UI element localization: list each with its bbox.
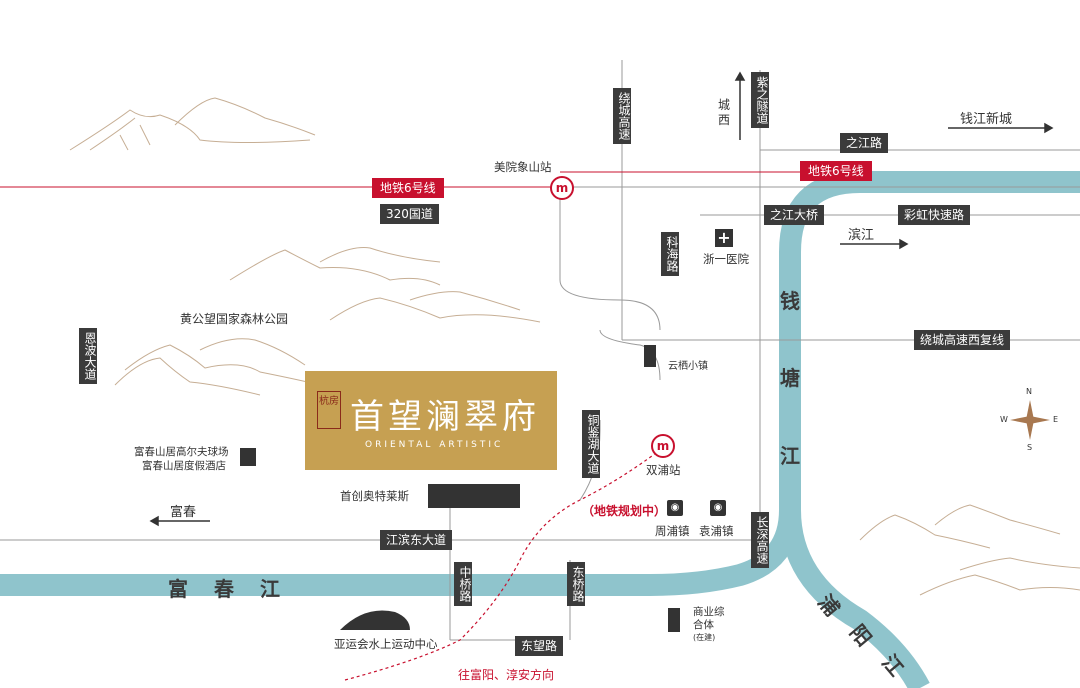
toward-direction-label: 往富阳、淳安方向 [458,668,555,682]
direction-arrows [149,71,1054,527]
poi-golf: 富春山居高尔夫球场 [134,446,229,458]
fuchun-char: 江 [260,577,280,601]
roads [0,60,1080,641]
building-icon [668,608,680,632]
aquatic-center-icon [340,610,410,630]
poi-forest-park: 黄公望国家森林公园 [180,312,289,326]
project-subtitle: ORIENTAL ARTISTIC [365,440,504,450]
road-zhijiang-bridge: 之江大桥 [764,205,825,225]
poi-commercial-note: (在建) [693,633,716,642]
poi-yunqi: 云栖小镇 [668,361,708,372]
station-meiyuan-label: 美院象山站 [494,160,552,174]
logo-tag: 杭房 [317,391,341,429]
location-pin-icon: ◉ [667,500,683,516]
building-icon [240,448,256,466]
road-caihong: 彩虹快速路 [898,205,971,225]
station-shuangpu-label: 双浦站 [646,463,681,477]
qiantang-char: 江 [780,444,800,468]
hospital-icon: + [715,229,733,247]
road-320: 320国道 [380,204,439,224]
road-zizhi: 紫之隧道 [751,72,769,128]
poi-hospital: 浙一医院 [703,252,749,266]
compass-e: E [1053,415,1059,424]
compass-n: N [1026,387,1032,396]
road-raocheng-vertical: 绕城高速 [613,88,631,144]
poi-resort: 富春山居度假酒店 [142,460,226,472]
poi-aquatic-center: 亚运会水上运动中心 [334,637,438,651]
metro-line-6-label: 地铁6号线 [372,178,444,198]
building-icon [644,345,656,367]
poi-yuanpu: 袁浦镇 [699,524,734,538]
metro-station-icon: m [550,176,574,200]
road-zhongqiao: 中桥路 [454,562,472,606]
road-kehai: 科海路 [661,232,679,276]
planned-metro-line [344,449,661,681]
qiantang-river [0,171,1080,688]
planned-metro-label: （地铁规划中） [582,504,667,518]
road-tongjian: 铜鉴湖大道 [582,410,600,478]
road-jiangbin-east: 江滨东大道 [380,530,453,550]
road-raocheng-west: 绕城高速西复线 [914,330,1011,350]
direction-fuchun: 富春 [170,505,197,520]
compass-w: W [1000,415,1008,424]
poi-outlets: 首创奥特莱斯 [340,489,409,503]
compass-s: S [1027,443,1033,452]
metro-line-6 [0,171,820,188]
metro-line-6-label: 地铁6号线 [800,161,872,181]
compass-rose [1010,400,1050,440]
fuchun-char: 春 [214,577,234,601]
qiantang-char: 钱 [780,289,800,313]
direction-qianjiang: 钱江新城 [960,112,1013,127]
poi-zhoupu: 周浦镇 [655,524,690,538]
metro-station-icon: m [651,434,675,458]
mountain-sketch [69,97,1080,596]
qiantang-char: 塘 [780,366,800,390]
poi-commercial: 商业综合体 [693,606,725,631]
road-zhijiang: 之江路 [840,133,889,153]
road-dongqiao: 东桥路 [567,562,585,606]
project-logo: 杭房 首望澜翠府 ORIENTAL ARTISTIC [305,371,557,470]
direction-binjiang: 滨江 [848,228,875,243]
fuchun-char: 富 [168,577,188,601]
road-dongwang: 东望路 [515,636,564,656]
label-chengxi: 城西 [718,98,731,127]
outlets-building-icon [428,484,520,508]
road-changyuan: 长深高速 [751,512,769,568]
road-enbo: 恩波大道 [79,328,97,384]
location-pin-icon: ◉ [710,500,726,516]
project-name: 首望澜翠府 [350,397,540,437]
